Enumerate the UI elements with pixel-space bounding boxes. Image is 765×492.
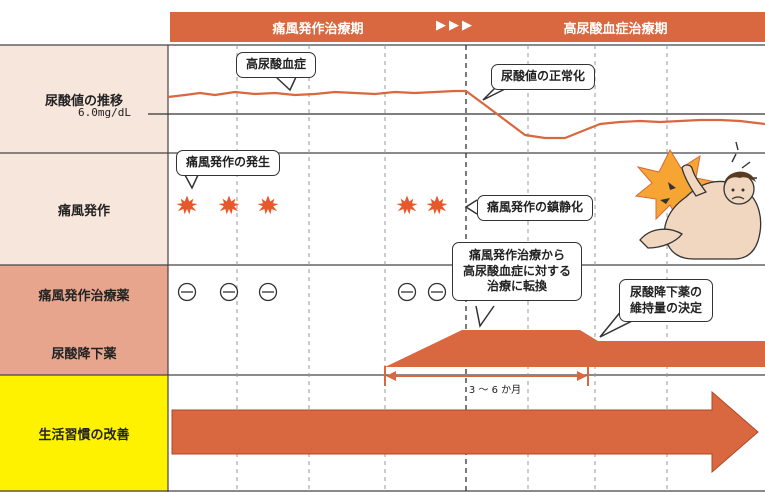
- row-label-gout-attack: 痛風発作: [0, 153, 168, 265]
- callout-maintenance-line1: 尿酸降下薬の: [630, 285, 703, 299]
- phase-arrows: ▶▶▶: [436, 18, 475, 33]
- row-label-attack-treatment: 痛風発作治療薬: [0, 270, 168, 318]
- pill-icons: [177, 282, 447, 302]
- row-label-uric-trend: 尿酸値の推移: [0, 45, 168, 153]
- pill-icon: [397, 282, 417, 302]
- pain-man-illustration: [634, 141, 762, 260]
- starburst-icon: [396, 195, 418, 215]
- callout-attack-subside: 痛風発作の鎮静化: [477, 195, 594, 221]
- pill-icon: [258, 282, 278, 302]
- phase-right-header: 高尿酸血症治療期: [466, 12, 765, 42]
- attack-treatment-label-bg: [0, 265, 168, 375]
- pill-icon: [219, 282, 239, 302]
- phase-left-label: 痛風発作治療期: [272, 21, 364, 37]
- callout-maintenance-line2: 維持量の決定: [630, 300, 703, 315]
- callout-hyperuricemia: 高尿酸血症: [236, 52, 317, 78]
- uric-trend-label-bg: [0, 45, 168, 153]
- starburst-icon: [176, 195, 198, 215]
- callout-treatment-switch-line3: 治療に転換: [487, 279, 548, 294]
- row-label-uric-lowering-text: 尿酸降下薬: [51, 346, 117, 362]
- callout-attack-onset: 痛風発作の発生: [176, 150, 281, 176]
- uric-trend-line: [167, 89, 765, 140]
- lifestyle-label-bg: [0, 375, 168, 492]
- pill-icon: [177, 282, 197, 302]
- starburst-icon: [257, 195, 279, 215]
- duration-bracket: [384, 366, 589, 386]
- threshold-label: 6.0mg/dL: [78, 106, 131, 119]
- row-label-gout-attack-text: 痛風発作: [57, 203, 110, 219]
- grid-lines: [236, 45, 668, 492]
- phase-right-label: 高尿酸血症治療期: [563, 21, 668, 37]
- duration-label: 3 ～ 6 か月: [468, 385, 522, 396]
- starburst-icon: [218, 195, 240, 215]
- starburst-icons: [176, 195, 448, 215]
- pill-icon: [427, 282, 447, 302]
- row-label-lifestyle: 生活習慣の改善: [0, 375, 168, 492]
- row-label-attack-treatment-text: 痛風発作治療薬: [38, 288, 130, 304]
- callout-tails: [184, 76, 639, 338]
- callout-maintenance-dose: 尿酸降下薬の 維持量の決定: [619, 279, 714, 323]
- row-label-uric-lowering: 尿酸降下薬: [0, 328, 168, 376]
- starburst-icon: [426, 195, 448, 215]
- callout-treatment-switch-line1: 痛風発作治療から: [469, 248, 566, 262]
- callout-normalization: 尿酸値の正常化: [491, 64, 596, 90]
- callout-treatment-switch-line2: 高尿酸血症に対する: [463, 263, 572, 278]
- uric-lowering-drug-band: [385, 330, 765, 367]
- lifestyle-arrow: [171, 390, 759, 474]
- row-label-lifestyle-text: 生活習慣の改善: [38, 428, 130, 443]
- gout-attack-label-bg: [0, 153, 168, 265]
- callout-treatment-switch: 痛風発作治療から 高尿酸血症に対する 治療に転換: [452, 242, 583, 301]
- row-label-uric-trend-text: 尿酸値の推移: [44, 93, 123, 109]
- phase-left-header: 痛風発作治療期: [170, 12, 466, 42]
